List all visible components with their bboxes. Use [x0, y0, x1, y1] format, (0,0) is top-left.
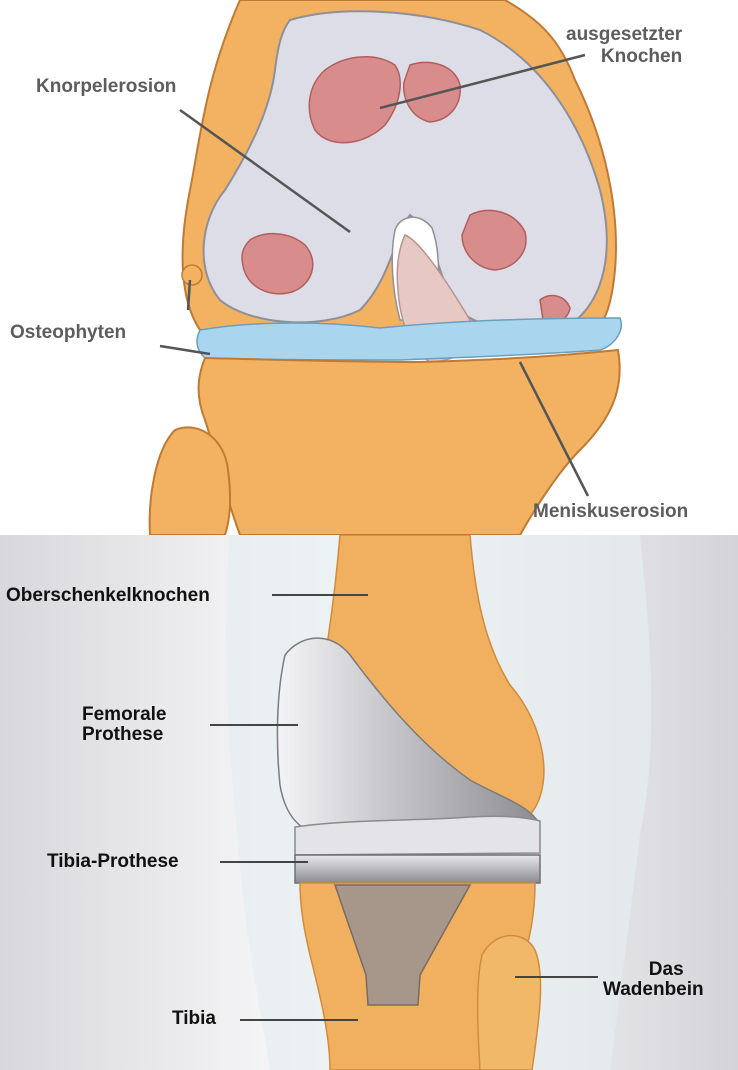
label-tibial-prosthesis: Tibia-Prothese: [47, 851, 179, 872]
erosion-patch-1: [308, 56, 401, 144]
label-fibula-line2: Wadenbein: [603, 979, 704, 1000]
knee-prosthesis-illustration: [0, 535, 738, 1070]
label-cartilage-erosion: Knorpelerosion: [36, 76, 177, 97]
erosion-patch-2: [403, 61, 461, 123]
leader-osteophytes-2: [159, 344, 211, 356]
label-femur: Oberschenkelknochen: [6, 585, 210, 606]
fibula-head: [148, 426, 232, 535]
label-meniscus-erosion: Meniskuserosion: [533, 501, 689, 522]
arthritic-knee-illustration: [148, 0, 622, 535]
erosion-patch-4: [461, 209, 527, 271]
tibial-tray: [294, 854, 541, 884]
label-exposed-bone-line2: Knochen: [600, 46, 683, 67]
leader-osteophytes-1: [186, 279, 192, 311]
label-tibia: Tibia: [172, 1008, 216, 1029]
label-femoral-prosthesis: Femorale Prothese: [82, 705, 166, 745]
label-exposed-bone: ausgesetzter Knochen: [566, 24, 682, 68]
label-fibula: Das Wadenbein: [603, 960, 704, 1000]
tibial-stem: [333, 884, 472, 1006]
leader-exposed-bone: [379, 53, 586, 110]
erosion-patch-3: [241, 233, 314, 295]
label-femoral-prosthesis-line1: Femorale: [82, 704, 167, 725]
label-exposed-bone-line1: ausgesetzter: [566, 24, 683, 45]
fibula-bone: [476, 934, 542, 1070]
leader-cartilage-erosion: [179, 108, 351, 234]
osteophyte: [181, 264, 203, 286]
label-fibula-line1: Das: [648, 959, 684, 980]
label-osteophytes: Osteophyten: [10, 322, 127, 343]
label-femoral-prosthesis-line2: Prothese: [82, 724, 164, 745]
leader-meniscus-erosion: [518, 361, 590, 497]
tibial-insert: [294, 815, 541, 856]
